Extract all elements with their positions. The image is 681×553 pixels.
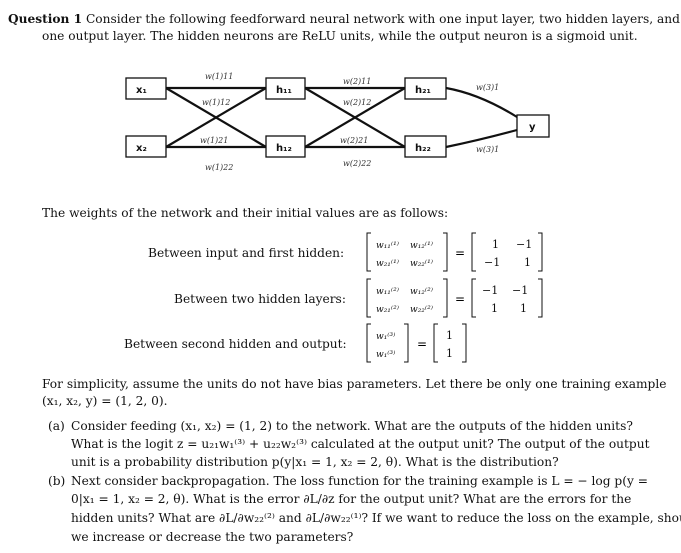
edge-h21-y [445, 86, 518, 118]
node-h12-box [265, 135, 306, 158]
matrix-third: w₁⁽³⁾ w₁⁽³⁾ = 1 1 [366, 323, 467, 363]
network-diagram: x₁ x₂ h₁₁ h₁₂ h₂₁ h₂₂ y w(1)11 w(1)12 w(… [125, 72, 550, 172]
simplicity-line-2: (x₁, x₂, y) = (1, 2, 0). [42, 394, 168, 408]
node-h21-box [404, 77, 447, 100]
sym-w12-2: w₁₂⁽²⁾ [410, 286, 433, 297]
m3-r0: 1 [446, 329, 453, 342]
edge-h12-h21 [304, 87, 406, 148]
edges [165, 86, 518, 149]
node-x1-box [125, 77, 167, 100]
m2-r1c1: 1 [520, 302, 527, 315]
weight-w11-2: w(2)11 [343, 77, 371, 86]
row-label-third: Between second hidden and output: [124, 337, 347, 351]
m1-r1c0: −1 [484, 256, 500, 269]
part-a-line-1: Consider feeding (x₁, x₂) = (1, 2) to th… [71, 419, 633, 433]
question-line-1: Question 1 Consider the following feedfo… [8, 12, 680, 26]
node-boxes [125, 77, 550, 158]
sym-w12-1: w₁₂⁽¹⁾ [410, 240, 433, 251]
node-h21: h₂₁ [415, 85, 431, 96]
question-label: Question 1 [8, 12, 83, 26]
svg-text:=: = [455, 292, 465, 306]
part-b-label: (b) [48, 474, 66, 488]
part-a-label: (a) [48, 419, 65, 433]
node-h11-box [265, 77, 306, 100]
part-b-line-2: 0|x₁ = 1, x₂ = 2, θ). What is the error … [71, 492, 632, 506]
node-h22: h₂₂ [415, 143, 431, 154]
row-label-second: Between two hidden layers: [174, 292, 346, 306]
svg-text:=: = [455, 246, 465, 260]
sym-w1-3: w₁⁽³⁾ [376, 331, 395, 342]
sym-w21-2: w₂₁⁽²⁾ [376, 304, 399, 315]
node-x1: x₁ [136, 85, 147, 96]
m2-r1c0: 1 [491, 302, 498, 315]
sym-w21-1: w₂₁⁽¹⁾ [376, 258, 399, 269]
part-b-line-3: hidden units? What are ∂L/∂w₂₂⁽²⁾ and ∂L… [71, 511, 681, 525]
m3-r1: 1 [446, 347, 453, 360]
node-x2: x₂ [136, 143, 147, 154]
weight-w11-1: w(1)11 [205, 72, 233, 81]
part-a: (a) Consider feeding (x₁, x₂) = (1, 2) t… [48, 419, 633, 433]
matrix-third-values: 1 1 [446, 329, 453, 360]
edge-x2-h11 [165, 87, 267, 148]
svg-text:=: = [417, 337, 427, 351]
weight-w1-3: w(3)1 [476, 83, 499, 92]
weight-w22-2: w(2)22 [343, 159, 371, 168]
question-text-1: Consider the following feedforward neura… [85, 12, 680, 26]
matrix-second-values: −1 −1 1 1 [482, 284, 528, 315]
node-h11: h₁₁ [276, 85, 292, 96]
node-h12: h₁₂ [276, 143, 292, 154]
simplicity-line-1: For simplicity, assume the units do not … [42, 377, 667, 391]
part-b-line-4: we increase or decrease the two paramete… [71, 530, 354, 544]
sym-w22-2: w₂₂⁽²⁾ [410, 304, 433, 315]
m1-r1c1: 1 [524, 256, 531, 269]
m1-r0c1: −1 [516, 238, 532, 251]
weight-w22-1: w(1)22 [205, 163, 233, 172]
part-b: (b) Next consider backpropagation. The l… [48, 474, 648, 488]
matrix-first-values: 1 −1 −1 1 [484, 238, 532, 269]
node-y-box [516, 114, 550, 138]
weight-w12-2: w(2)12 [343, 98, 371, 107]
question-line-2: one output layer. The hidden neurons are… [42, 29, 638, 43]
weight-w2-3: w(3)1 [476, 145, 499, 154]
sym-w11-2: w₁₁⁽²⁾ [376, 286, 399, 297]
node-x2-box [125, 135, 167, 158]
part-a-line-3: unit is a probability distribution p(y|x… [71, 455, 559, 469]
matrix-first: w₁₁⁽¹⁾ w₁₂⁽¹⁾ w₂₁⁽¹⁾ w₂₂⁽¹⁾ = 1 −1 −1 1 [366, 232, 543, 272]
weight-w21-2: w(2)21 [340, 136, 368, 145]
part-b-line-1: Next consider backpropagation. The loss … [71, 474, 648, 488]
sym-w22-1: w₂₂⁽¹⁾ [410, 258, 433, 269]
node-h22-box [404, 135, 447, 158]
weight-w12-1: w(1)12 [202, 98, 230, 107]
part-a-line-2: What is the logit z = u₂₁w₁⁽³⁾ + u₂₂w₂⁽³… [71, 437, 650, 451]
node-y: y [529, 122, 536, 133]
m2-r0c1: −1 [512, 284, 528, 297]
matrix-second: w₁₁⁽²⁾ w₁₂⁽²⁾ w₂₁⁽²⁾ w₂₂⁽²⁾ = −1 −1 1 1 [366, 278, 543, 318]
sym-w2-3: w₁⁽³⁾ [376, 349, 395, 360]
row-label-first: Between input and first hidden: [148, 246, 345, 260]
weight-w21-1: w(1)21 [200, 136, 228, 145]
edge-h22-y [445, 128, 518, 149]
m2-r0c0: −1 [482, 284, 498, 297]
weights-intro: The weights of the network and their ini… [42, 206, 449, 220]
sym-w11-1: w₁₁⁽¹⁾ [376, 240, 399, 251]
m1-r0c0: 1 [492, 238, 499, 251]
